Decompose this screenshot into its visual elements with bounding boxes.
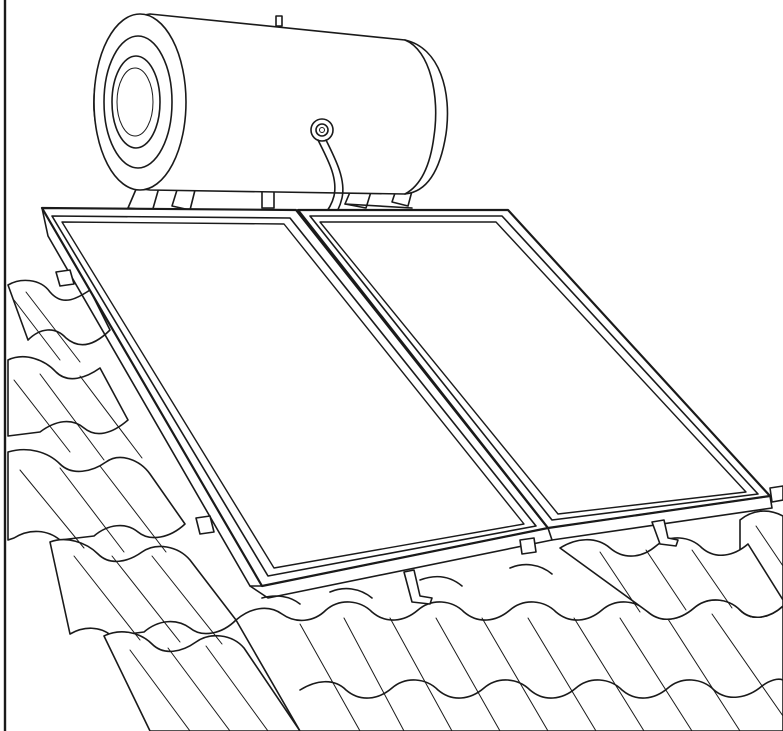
- tank-end-ring: [111, 55, 161, 149]
- tile-seam: [111, 555, 181, 643]
- tile-seam: [25, 291, 81, 363]
- tile-seam: [665, 615, 741, 731]
- tile-seam: [573, 617, 645, 731]
- tank-side-port: [310, 118, 334, 142]
- panel-joint: [295, 209, 549, 529]
- tile-seam: [39, 373, 105, 461]
- tile-course-edge: [261, 563, 553, 605]
- tile-seam: [19, 469, 85, 549]
- tile-row: [103, 631, 301, 731]
- hot-water-tank: [93, 13, 449, 195]
- tile-seam: [151, 555, 223, 645]
- panel-frame-inner: [309, 215, 759, 521]
- tile-seam: [691, 549, 733, 609]
- tile-seam: [755, 525, 783, 567]
- tile-seam: [129, 649, 191, 731]
- tile-seam: [205, 645, 269, 731]
- panel-frame-inner: [51, 215, 537, 577]
- solar-collector-panel-left: [40, 206, 553, 599]
- tank-side-port-inner: [315, 123, 329, 137]
- tile-seam: [99, 465, 167, 553]
- tile-seam: [645, 549, 687, 611]
- tile-row: [7, 356, 129, 437]
- tank-end-ring: [103, 35, 173, 169]
- tile-row: [7, 279, 111, 346]
- panel-mounting-brackets: [55, 269, 783, 605]
- tile-seam: [435, 617, 501, 731]
- panel-glass: [319, 221, 747, 515]
- tank-side-port-core: [319, 127, 325, 133]
- tile-seam: [59, 467, 125, 553]
- tile-seam: [79, 375, 143, 459]
- tile-row: [7, 448, 186, 541]
- tank-top-fitting: [275, 15, 283, 27]
- tile-seam: [599, 551, 641, 613]
- panel-glass: [61, 221, 525, 569]
- tile-course-edge: [299, 678, 783, 699]
- tile-seam: [13, 299, 61, 361]
- tile-row: [49, 538, 237, 637]
- tile-seam: [389, 617, 453, 731]
- tile-seam: [167, 647, 231, 731]
- tile-seam: [73, 555, 141, 641]
- tile-seam: [13, 379, 71, 453]
- tile-seam: [711, 613, 783, 717]
- tile-seam: [481, 617, 549, 731]
- tile-seam: [527, 617, 597, 731]
- tank-end-ring: [116, 67, 154, 137]
- tank-end-cap-right: [404, 39, 437, 195]
- tile-seam: [619, 617, 693, 731]
- roof-tiles: [7, 279, 783, 731]
- tile-seam: [299, 623, 361, 731]
- tile-row: [559, 537, 783, 620]
- tile-seam: [343, 617, 405, 731]
- panel-side-rail: [41, 207, 263, 587]
